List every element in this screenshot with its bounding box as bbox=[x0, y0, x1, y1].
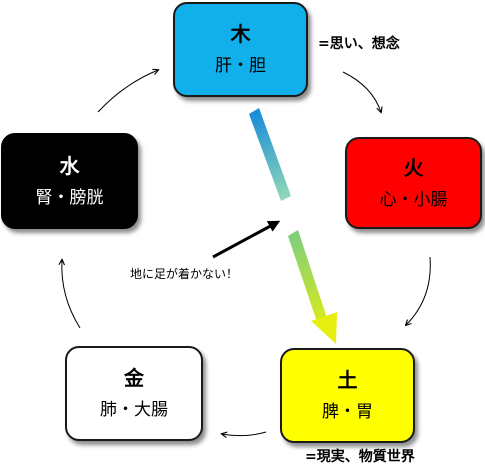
organs-label: 腎・膀胱 bbox=[35, 187, 104, 208]
organs-label: 心・小腸 bbox=[379, 189, 448, 210]
element-label: 金 bbox=[124, 366, 144, 390]
center-annotation: 地に足が着かない！ bbox=[130, 267, 239, 281]
node-metal: 金 肺・大腸 bbox=[65, 346, 203, 441]
element-label: 水 bbox=[59, 153, 80, 178]
gradient-bar-lower bbox=[288, 230, 327, 322]
node-fire: 火 心・小腸 bbox=[345, 137, 482, 229]
organs-label: 脾・胃 bbox=[322, 402, 373, 422]
node-earth: 土 脾・胃 bbox=[280, 348, 415, 443]
arrow-earth-to-metal bbox=[222, 432, 267, 436]
node-wood: 木 肝・胆 bbox=[173, 2, 308, 97]
arrow-metal-to-water bbox=[62, 260, 81, 329]
element-label: 土 bbox=[337, 368, 358, 392]
arrow-water-to-wood bbox=[97, 70, 158, 113]
gradient-bar-upper bbox=[249, 108, 291, 201]
organs-label: 肺・大腸 bbox=[100, 400, 168, 420]
element-label: 火 bbox=[403, 155, 424, 180]
arrow-wood-to-fire bbox=[342, 71, 381, 112]
pointer-arrow bbox=[212, 220, 281, 259]
arrow-fire-to-earth bbox=[406, 256, 431, 325]
element-label: 木 bbox=[230, 22, 251, 46]
node-water: 水 腎・膀胱 bbox=[1, 133, 138, 229]
earth-annotation: =現実、物質世界 bbox=[305, 449, 415, 465]
gradient-arrowhead bbox=[311, 312, 337, 344]
organs-label: 肝・胆 bbox=[215, 56, 266, 76]
wood-annotation: =思い、想念 bbox=[318, 36, 400, 52]
